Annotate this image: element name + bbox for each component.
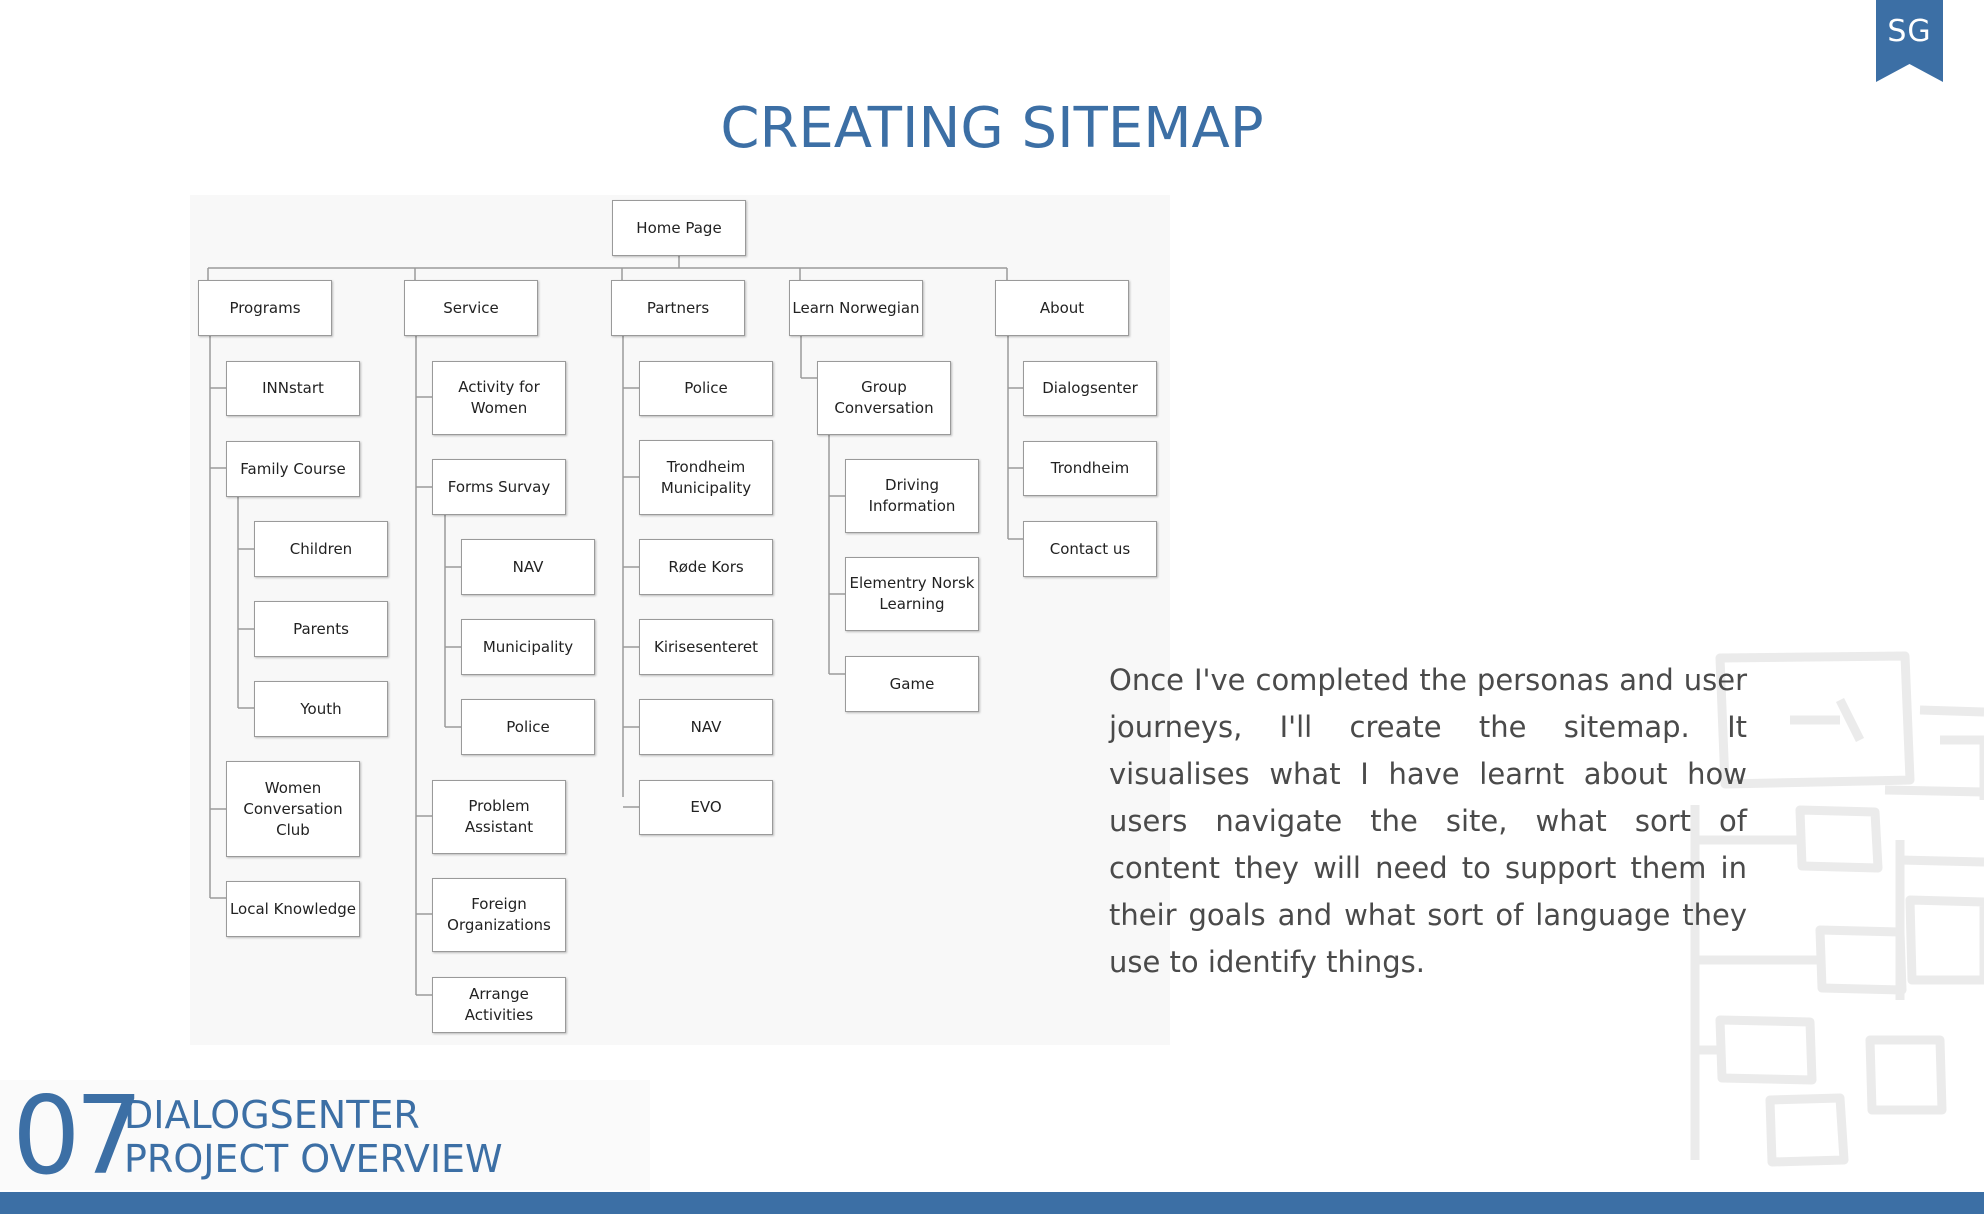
node-youth: Youth — [254, 681, 388, 737]
footer-panel — [0, 1080, 650, 1190]
node-game: Game — [845, 656, 979, 712]
node-evo: EVO — [639, 780, 773, 835]
node-nav-service: NAV — [461, 539, 595, 595]
node-group-conversation: Group Conversation — [817, 361, 951, 435]
description-paragraph: Once I've completed the personas and use… — [1109, 663, 1747, 979]
node-kirisesenteret: Kirisesenteret — [639, 619, 773, 675]
node-nav-partners: NAV — [639, 699, 773, 755]
bookmark-icon — [1876, 0, 1943, 82]
node-home-page: Home Page — [612, 200, 746, 256]
node-contact-us: Contact us — [1023, 521, 1157, 577]
node-forms-survay: Forms Survay — [432, 459, 566, 515]
node-women-conversation-club: Women Conversation Club — [226, 761, 360, 857]
node-service: Service — [404, 280, 538, 336]
node-trondheim-municipality: Trondheim Municipality — [639, 440, 773, 515]
footer-title-line1: DIALOGSENTER — [124, 1093, 420, 1137]
node-programs: Programs — [198, 280, 332, 336]
node-about: About — [995, 280, 1129, 336]
node-municipality: Municipality — [461, 619, 595, 675]
node-parents: Parents — [254, 601, 388, 657]
node-dialogsenter: Dialogsenter — [1023, 361, 1157, 416]
node-trondheim: Trondheim — [1023, 441, 1157, 496]
node-driving-information: Driving Information — [845, 459, 979, 533]
node-activity-for-women: Activity for Women — [432, 361, 566, 435]
node-learn-norwegian: Learn Norwegian — [789, 280, 923, 336]
node-problem-assistant: Problem Assistant — [432, 780, 566, 854]
initials-bookmark-badge: SG — [1876, 0, 1943, 82]
page-title: CREATING SITEMAP — [720, 96, 1264, 161]
bottom-accent-bar — [0, 1192, 1984, 1214]
node-police-service: Police — [461, 699, 595, 755]
footer-title-line2: PROJECT OVERVIEW — [124, 1137, 503, 1181]
node-foreign-organizations: Foreign Organizations — [432, 878, 566, 952]
decorative-sketch-background — [1690, 651, 1984, 1167]
node-innstart: INNstart — [226, 361, 360, 416]
node-family-course: Family Course — [226, 441, 360, 497]
node-partners: Partners — [611, 280, 745, 336]
node-elementry-norsk-learning: Elementry Norsk Learning — [845, 557, 979, 631]
node-children: Children — [254, 521, 388, 577]
badge-initials: SG — [1887, 14, 1932, 49]
node-local-knowledge: Local Knowledge — [226, 881, 360, 937]
node-police-partners: Police — [639, 361, 773, 416]
node-rode-kors: Røde Kors — [639, 539, 773, 595]
node-arrange-activities: Arrange Activities — [432, 977, 566, 1033]
section-number: 07 — [12, 1074, 143, 1199]
